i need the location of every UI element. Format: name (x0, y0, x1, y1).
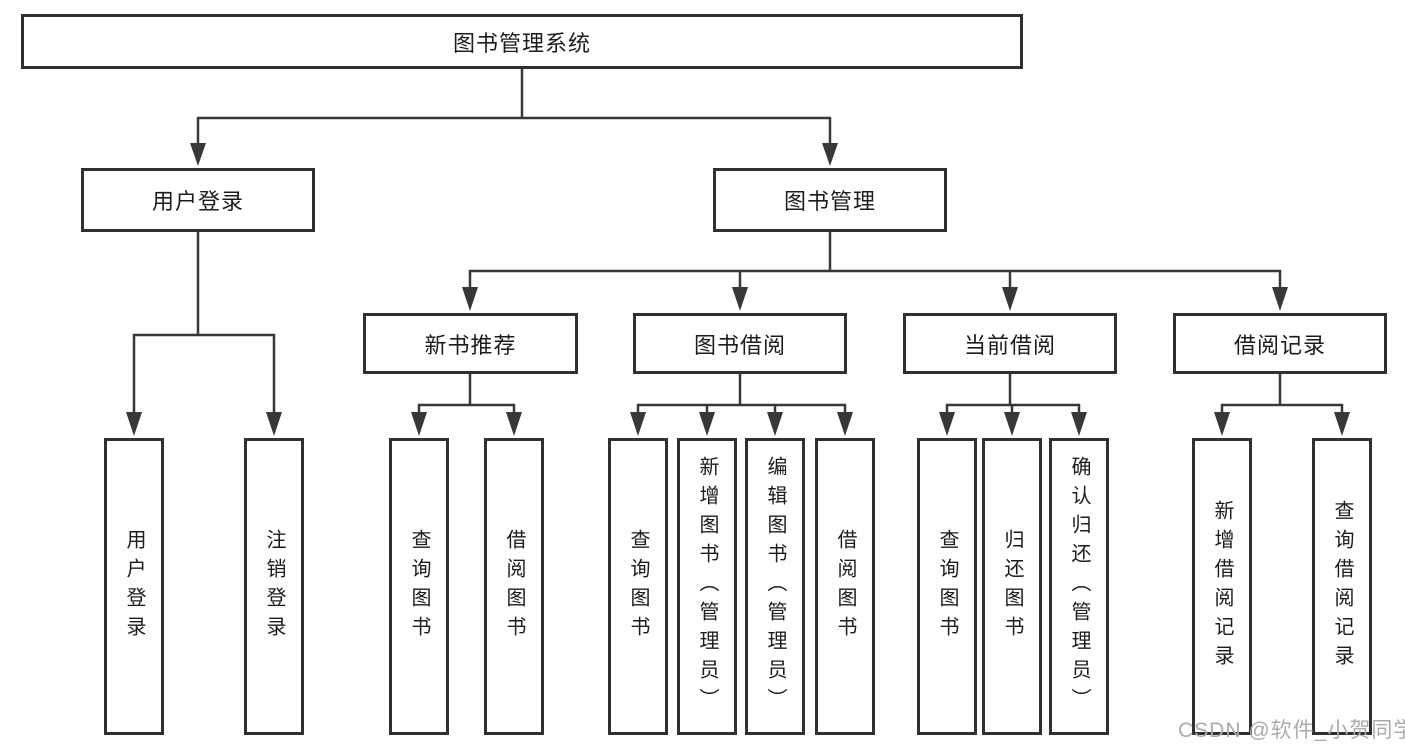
leaf-borrowing-borrow-books: 借阅图书 (815, 438, 875, 735)
connector-new-book-recommend-to-leaves (411, 374, 522, 436)
connector-user-login-to-leaves (126, 232, 282, 436)
csdn-watermark: CSDN @软件_小贺同学 (1178, 719, 1405, 742)
connector-current-borrowing-to-leaves (939, 374, 1087, 436)
leaf-recommend-query-books: 查询图书 (389, 438, 449, 735)
connector-book-borrowing-to-leaves (630, 374, 853, 436)
node-label: 图书管理 (783, 189, 876, 214)
leaf-current-return-books: 归还图书 (982, 438, 1042, 735)
node-label: 新书推荐 (424, 332, 517, 358)
node-book-borrowing: 图书借阅 (633, 313, 847, 374)
node-label: 图书管理系统 (452, 30, 591, 56)
node-book-management: 图书管理 (713, 168, 947, 232)
connector-root-to-level2 (190, 69, 838, 166)
connector-book-management-to-level3 (462, 232, 1288, 311)
leaf-label: 新增图书（管理员） (696, 456, 718, 717)
leaf-label: 查询借阅记录 (1331, 499, 1353, 674)
leaf-records-query-record: 查询借阅记录 (1312, 438, 1372, 735)
connector-borrowing-records-to-leaves (1214, 374, 1350, 436)
node-user-login: 用户登录 (81, 168, 315, 232)
leaf-label: 查询图书 (627, 528, 649, 645)
leaf-label: 归还图书 (1001, 528, 1023, 645)
leaf-label: 注销登录 (263, 528, 285, 645)
node-new-book-recommend: 新书推荐 (363, 313, 578, 374)
node-borrowing-records: 借阅记录 (1173, 313, 1387, 374)
leaf-label: 查询图书 (936, 528, 958, 645)
leaf-label: 确认归还（管理员） (1068, 456, 1090, 717)
node-current-borrowing: 当前借阅 (903, 313, 1117, 374)
node-label: 当前借阅 (963, 332, 1056, 358)
leaf-label: 借阅图书 (503, 528, 525, 645)
leaf-current-confirm-return-admin: 确认归还（管理员） (1049, 438, 1109, 735)
leaf-label: 借阅图书 (834, 528, 856, 645)
leaf-recommend-borrow-books: 借阅图书 (484, 438, 544, 735)
node-label: 用户登录 (151, 189, 244, 214)
leaf-logout: 注销登录 (244, 438, 304, 735)
leaf-borrowing-query-books: 查询图书 (608, 438, 668, 735)
leaf-label: 用户登录 (123, 528, 145, 645)
leaf-label: 编辑图书（管理员） (764, 456, 786, 717)
leaf-records-add-record: 新增借阅记录 (1192, 438, 1252, 735)
node-label: 图书借阅 (693, 332, 786, 358)
leaf-borrowing-edit-books-admin: 编辑图书（管理员） (745, 438, 805, 735)
node-label: 借阅记录 (1233, 332, 1326, 358)
leaf-label: 查询图书 (408, 528, 430, 645)
leaf-label: 新增借阅记录 (1211, 499, 1233, 674)
leaf-user-login: 用户登录 (104, 438, 164, 735)
leaf-current-query-books: 查询图书 (917, 438, 977, 735)
node-library-management-system: 图书管理系统 (21, 14, 1023, 69)
leaf-borrowing-add-books-admin: 新增图书（管理员） (677, 438, 737, 735)
